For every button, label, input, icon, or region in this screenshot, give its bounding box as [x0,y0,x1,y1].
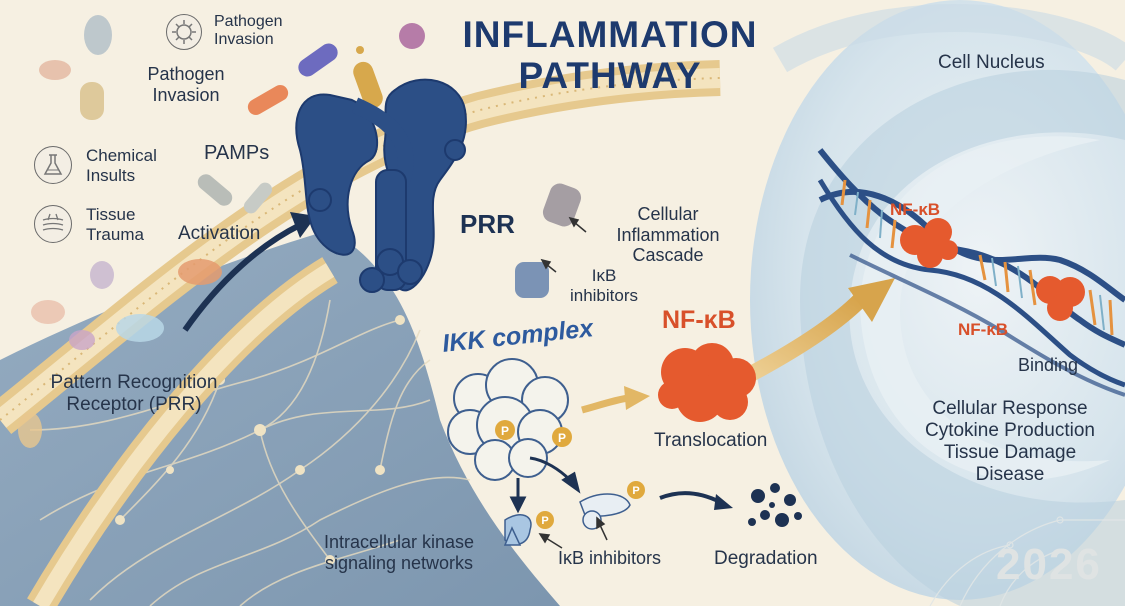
pathogen-molecules [18,15,582,448]
ikb-inhibitor-fragments [503,493,631,546]
dna-helix [817,148,1125,397]
label-prr-full-line1: Pattern Recognition [50,372,218,393]
watermark-year: 2026 [996,540,1102,589]
label-chemical-insults: Chemical Insults [86,146,157,185]
label-pathogen-invasion-line1: Pathogen [147,64,225,84]
phosphate-markers: P P P P [495,420,645,529]
label-degradation: Degradation [714,548,818,569]
label-pathogen-invasion: Pathogen Invasion [136,64,236,105]
label-nfkb-upper: NF-κB [890,200,941,219]
virus-icon [166,14,202,50]
label-kinase-line2: signaling networks [324,552,474,573]
label-cellular-inflammation-cascade: Cellular Inflammation Cascade [600,204,736,266]
label-ikb-inhibitors-top: IκB inhibitors [554,266,654,305]
degraded-fragments [748,483,802,527]
label-binding: Binding [1018,355,1079,375]
label-prr: PRR [460,209,515,239]
label-nfkb-lower: NF-κB [958,320,1009,339]
ikk-to-nfkb-arrow [581,386,650,414]
svg-text:P: P [632,485,639,497]
watermark-circuit [929,516,1125,606]
flask-icon [34,146,72,184]
label-cascade-line2: Inflammation [616,224,720,245]
skin-tissue-icon [34,205,72,243]
label-nfkb-cytoplasm: NF-κB [662,306,736,334]
ikb-release-arrows [509,456,581,514]
label-response-line1: Cellular Response [932,398,1088,419]
label-ikb-top-line2: inhibitors [569,285,639,305]
label-cell-nucleus: Cell Nucleus [938,52,1045,73]
label-response-line4: Disease [975,463,1045,485]
nfkb-bound-upper [900,218,958,268]
label-kinase-networks: Intracellular kinase signaling networks [304,532,494,573]
label-prr-full: Pattern Recognition Receptor (PRR) [28,372,240,416]
label-ikb-top-line1: IκB [591,266,617,285]
label-pathogen-invasion-line2: Invasion [152,84,220,105]
title-line-2: PATHWAY [518,55,702,97]
label-kinase-line1: Intracellular kinase [323,532,475,552]
label-pathogen-invasion-top-line1: Pathogen [214,13,283,30]
pointer-arrows [538,216,608,549]
nfkb-cytoplasmic [658,343,756,422]
label-translocation: Translocation [654,430,768,451]
label-activation: Activation [178,223,261,244]
label-pathogen-invasion-top: Pathogen Invasion [214,13,283,50]
label-prr-full-line2: Receptor (PRR) [66,393,202,415]
diagram-title: INFLAMMATION PATHWAY [440,14,780,97]
label-response-line2: Cytokine Production [924,419,1096,441]
label-tissue-trauma-line1: Tissue [86,205,136,224]
label-chemical-insults-line1: Chemical [86,146,157,165]
label-pathogen-invasion-top-line2: Invasion [214,31,274,49]
label-tissue-trauma: Tissue Trauma [86,205,144,244]
label-chemical-insults-line2: Insults [86,165,136,185]
svg-text:P: P [541,515,548,527]
label-tissue-trauma-line2: Trauma [86,224,144,244]
title-line-1: INFLAMMATION [462,14,758,55]
degradation-arrow [659,491,733,510]
label-cascade-line3: Cascade [632,245,704,266]
label-ikb-inhibitors-bottom: IκB inhibitors [558,548,662,568]
prr-receptor [295,78,467,293]
label-pamps: PAMPs [204,142,270,164]
label-cascade-line1: Cellular [637,204,699,224]
svg-text:P: P [501,424,509,438]
label-cellular-response: Cellular Response Cytokine Production Ti… [905,398,1115,485]
label-response-line3: Tissue Damage [943,441,1077,463]
svg-text:P: P [558,431,566,445]
ikk-complex [447,358,569,481]
nfkb-bound-lower [1036,276,1085,321]
